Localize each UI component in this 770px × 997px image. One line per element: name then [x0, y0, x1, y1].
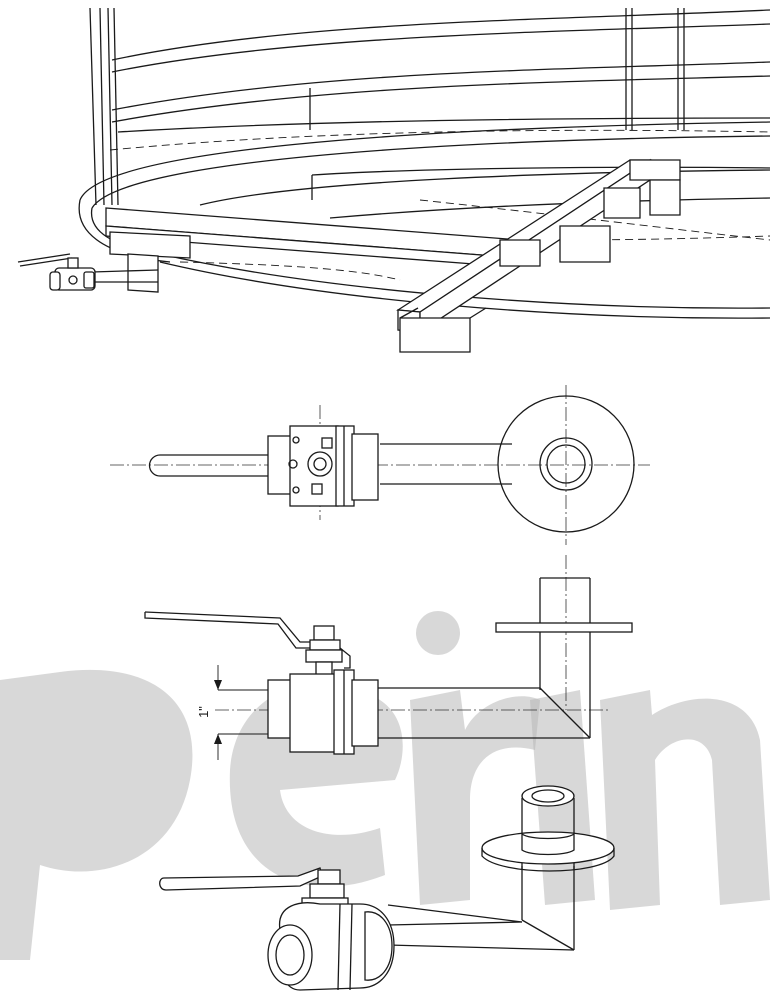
drain-valve-small: [17, 253, 96, 291]
watermark: [0, 611, 770, 960]
tank-base-isometric: [78, 7, 770, 353]
dimension-label: 1": [196, 706, 211, 718]
valve-top-view: [110, 385, 650, 545]
valve-isometric-view: [159, 785, 615, 991]
valve-side-view: 1": [144, 555, 633, 760]
